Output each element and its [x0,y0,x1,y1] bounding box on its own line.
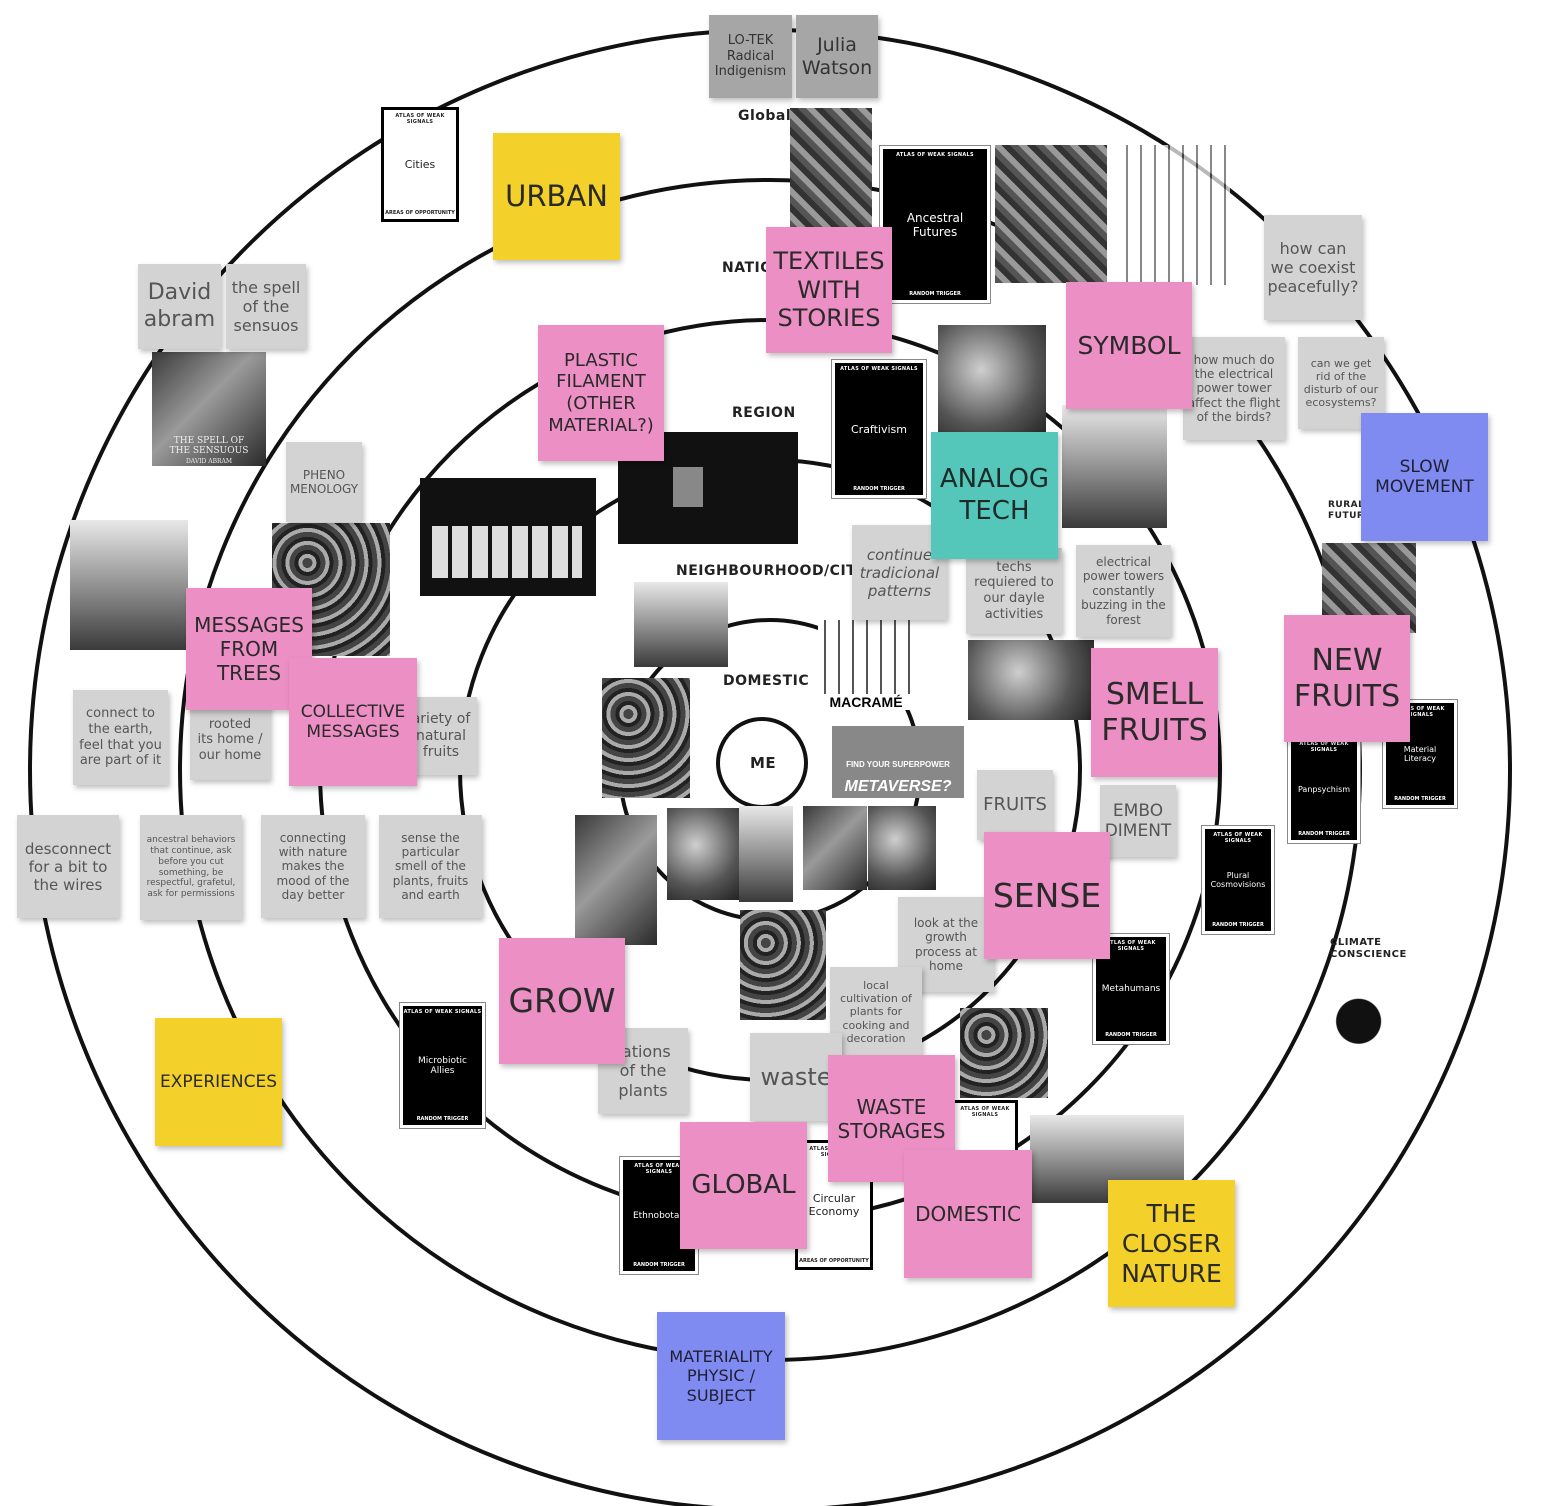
climate-image [1325,995,1421,1070]
level-label-neighbourhood: NEIGHBOURHOOD/CITY [676,563,867,579]
card-ancestral-futures: ATLAS OF WEAK SIGNALS Ancestral Futures … [879,145,991,304]
note-connect-earth[interactable]: connect to the earth, feel that you are … [73,690,168,785]
note-variety-fruits[interactable]: ariety of natural fruits [405,697,477,775]
note-sense-smell[interactable]: sense the particular smell of the plants… [379,815,482,918]
card-microbiotic-title: Microbiotic Allies [418,1055,467,1076]
note-fruits[interactable]: FRUITS [977,770,1053,840]
book-title: THE SPELL OF THE SENSUOUS [169,436,249,456]
note-waste[interactable]: waste [750,1033,842,1121]
note-embodiment[interactable]: EMBO DIMENT [1100,785,1176,857]
note-ancestral-behaviors[interactable]: ancestral behaviors that continue, ask b… [140,815,242,920]
note-materiality[interactable]: MATERIALITY PHYSIC / SUBJECT [657,1312,785,1440]
card-cities-title: Cities [404,158,436,171]
note-urban[interactable]: URBAN [493,133,620,260]
pattern-sketch-image [1120,145,1230,285]
card-plural-cosmovisions: ATLAS OF WEAK SIGNALS Plural Cosmovision… [1201,825,1275,935]
plant-dark-photo [803,806,867,890]
forest-photo [790,108,872,228]
label-climate-conscience: CLIMATE CONSCIENCE [1330,937,1407,960]
level-label-global: Global [738,108,792,124]
leaf-pile-photo [602,678,690,798]
card-craftivism-title: Craftivism [850,422,907,436]
level-label-domestic: DOMESTIC [723,673,810,689]
sprout-photo [739,806,793,902]
card-craftivism: ATLAS OF WEAK SIGNALS Craftivism RANDOM … [831,359,927,499]
note-textiles-stories[interactable]: TEXTILES WITH STORIES [766,227,892,353]
metaverse-image: FIND YOUR SUPERPOWER METAVERSE? [832,726,964,798]
note-phenomenology[interactable]: PHENO MENOLOGY [286,442,362,522]
card-microbiotic-allies: ATLAS OF WEAK SIGNALS Microbiotic Allies… [399,1002,486,1129]
card-ancestral-title: Ancestral Futures [906,210,964,239]
note-rooted-home[interactable]: rooted its home / our home [190,700,270,780]
card-metahumans-title: Metahumans [1101,984,1161,994]
note-waste-storages[interactable]: WASTE STORAGES [828,1055,955,1182]
note-power-tower[interactable]: how much do the electrical power tower a… [1183,337,1285,440]
note-collective-messages[interactable]: COLLECTIVE MESSAGES [289,658,417,786]
card-cities: ATLAS OF WEAK SIGNALS Cities AREAS OF OP… [381,107,459,222]
macrame-label: MACRAMÉ [818,694,914,710]
weaving-photo [938,325,1046,437]
superpower-text: FIND YOUR SUPERPOWER [846,760,950,769]
label-rural-future: RURAL FUTUR [1328,500,1365,521]
note-julia-watson[interactable]: Julia Watson [796,15,878,98]
street-photo [634,582,728,667]
plastic-bottles-photo [420,478,596,596]
level-label-me: ME [750,754,777,772]
note-disconnect-wires[interactable]: desconnect for a bit to the wires [17,815,119,918]
note-connecting-nature[interactable]: connecting with nature makes the mood of… [261,815,365,918]
note-sense[interactable]: SENSE [984,832,1110,959]
note-growth-process[interactable]: look at the growth process at home [898,897,994,992]
note-symbol[interactable]: SYMBOL [1066,282,1192,409]
metaverse-text: METAVERSE? [844,778,952,795]
seed-photo [667,808,739,900]
note-domestic[interactable]: DOMESTIC [904,1150,1032,1278]
note-smell-fruits[interactable]: SMELL FRUITS [1091,648,1218,777]
note-tradicional-patterns[interactable]: continue tradicional patterns [852,525,947,620]
card-panpsychism: ATLAS OF WEAK SIGNALS Panpsychism RANDOM… [1287,734,1361,844]
note-analog-tech[interactable]: ANALOG TECH [931,432,1058,559]
note-spell-sensuos[interactable]: the spell of the sensuos [226,264,306,349]
book-cover-image: THE SPELL OF THE SENSUOUS DAVID ABRAM [152,352,266,466]
note-new-fruits[interactable]: NEW FRUITS [1284,615,1410,742]
book-author: DAVID ABRAM [185,458,232,465]
note-coexist[interactable]: how can we coexist peacefully? [1264,215,1362,320]
note-slow-movement[interactable]: SLOW MOVEMENT [1361,413,1488,541]
note-experiences[interactable]: EXPERIENCES [155,1018,282,1146]
card-panpsychism-title: Panpsychism [1297,784,1351,794]
note-power-buzzing[interactable]: electrical power towers constantly buzzi… [1076,545,1171,637]
card-material-title: Material Literacy [1403,745,1437,763]
power-tower-photo [1062,405,1167,528]
hands-photo [575,815,657,945]
note-plastic-filament[interactable]: PLASTIC FILAMENT (OTHER MATERIAL?) [538,325,664,461]
note-closer-nature[interactable]: THE CLOSER NATURE [1108,1180,1235,1307]
card-ethnobotany-title: Ethnobotan [632,1210,686,1221]
tribal-art-image [995,145,1107,283]
note-grow[interactable]: GROW [499,938,625,1064]
macrame-image: MACRAMÉ [818,620,914,710]
note-local-cultivation[interactable]: local cultivation of plants for cooking … [830,967,922,1057]
level-label-region: REGION [732,405,796,421]
fruit-photo [868,806,936,890]
note-lotek[interactable]: LO-TEK Radical Indigenism [709,15,792,98]
moss-photo [960,1008,1048,1098]
note-techs-required[interactable]: techs requiered to our dayle activities [966,548,1062,634]
level-label-nation: NATIO [722,260,773,276]
card-plural-title: Plural Cosmovisions [1210,871,1266,889]
cables-photo [968,640,1094,720]
note-david-abram[interactable]: David abram [138,264,221,349]
card-circular-title: Circular Economy [808,1192,860,1218]
tree-landscape-photo [70,520,188,650]
beans-photo [740,910,826,1020]
note-global[interactable]: GLOBAL [680,1122,807,1249]
